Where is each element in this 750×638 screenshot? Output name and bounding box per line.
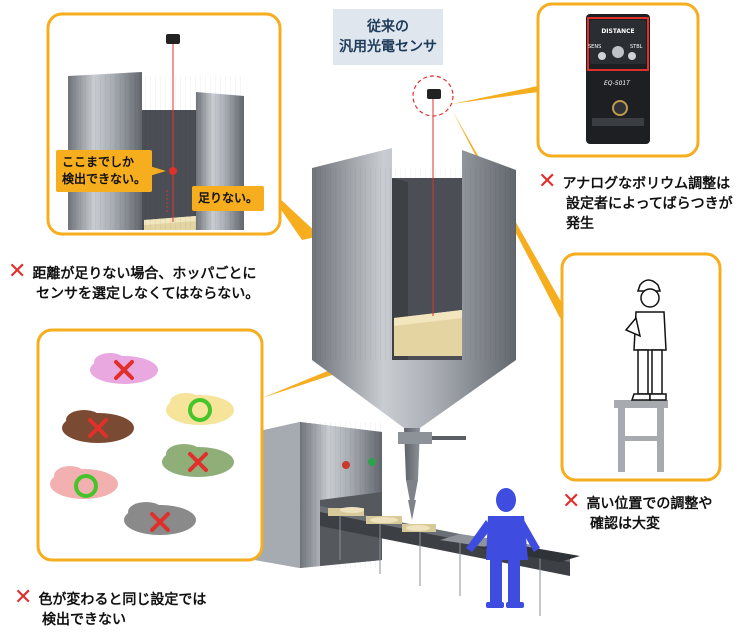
worker-figure [466, 488, 540, 608]
sensor-highlight-circle [412, 75, 454, 117]
worker-on-stool-illustration [614, 279, 668, 472]
photoelectric-sensor-icon [427, 89, 441, 99]
note-color-line-2: 検出できない [42, 612, 126, 628]
label-cannot-detect: ここまでしか 検出できない。 [56, 150, 153, 192]
note-height-line-2: 確認は大変 [590, 516, 660, 532]
sensor-sens-label: SENS [588, 44, 602, 50]
sample-yellow-o [166, 393, 234, 425]
note-distance: ✕ 距離が足りない場合、ホッパごとに センサを選定しなくてはならない。 [8, 259, 260, 304]
sensor-model-label: EQ-501T [604, 80, 630, 87]
sample-green-x [162, 444, 234, 477]
callout-pointer-sensor [452, 86, 538, 104]
note-analog-line-2: 設定者によってばらつきが [566, 196, 733, 212]
label-not-enough: 足りない。 [192, 186, 265, 211]
machine-cabinet [255, 422, 382, 568]
sample-gray-x [124, 502, 196, 535]
diagram-title: 従来の 汎用光電センサ [333, 9, 443, 65]
sample-brown-x [62, 410, 134, 443]
title-line-2: 汎用光電センサ [339, 39, 437, 55]
label-cannot-detect-line-2: 検出できない。 [62, 172, 147, 186]
note-distance-line-1: 距離が足りない場合、ホッパごとに [32, 266, 257, 282]
color-samples [50, 353, 234, 535]
x-mark-icon: ✕ [14, 585, 33, 610]
note-analog-line-3: 発生 [566, 216, 594, 232]
note-analog: ✕ アナログなボリウム調整は 設定者によってばらつきが 発生 [538, 169, 733, 234]
note-height: ✕ 高い位置での調整や 確認は大変 [562, 489, 713, 534]
label-cannot-detect-line-1: ここまでしか [62, 155, 135, 169]
x-mark-icon: ✕ [8, 259, 27, 284]
sensor-closeup-illustration [586, 14, 650, 144]
hopper [312, 148, 516, 520]
x-mark-icon: ✕ [562, 489, 581, 514]
x-mark-icon: ✕ [538, 169, 557, 194]
sensor-distance-label: DISTANCE [601, 28, 635, 35]
note-analog-line-1: アナログなボリウム調整は [562, 176, 731, 192]
title-line-1: 従来の [367, 19, 409, 35]
sample-pink-x [90, 353, 158, 384]
sensor-stbl-label: STBL [630, 44, 643, 50]
note-color: ✕ 色が変わると同じ設定では 検出できない [14, 585, 207, 630]
sample-salmon-o [50, 466, 118, 499]
note-distance-line-2: センサを選定しなくてはならない。 [36, 286, 260, 302]
note-color-line-1: 色が変わると同じ設定では [38, 592, 207, 608]
inset-panel-colors [36, 328, 264, 562]
note-height-line-1: 高い位置での調整や [586, 496, 713, 512]
